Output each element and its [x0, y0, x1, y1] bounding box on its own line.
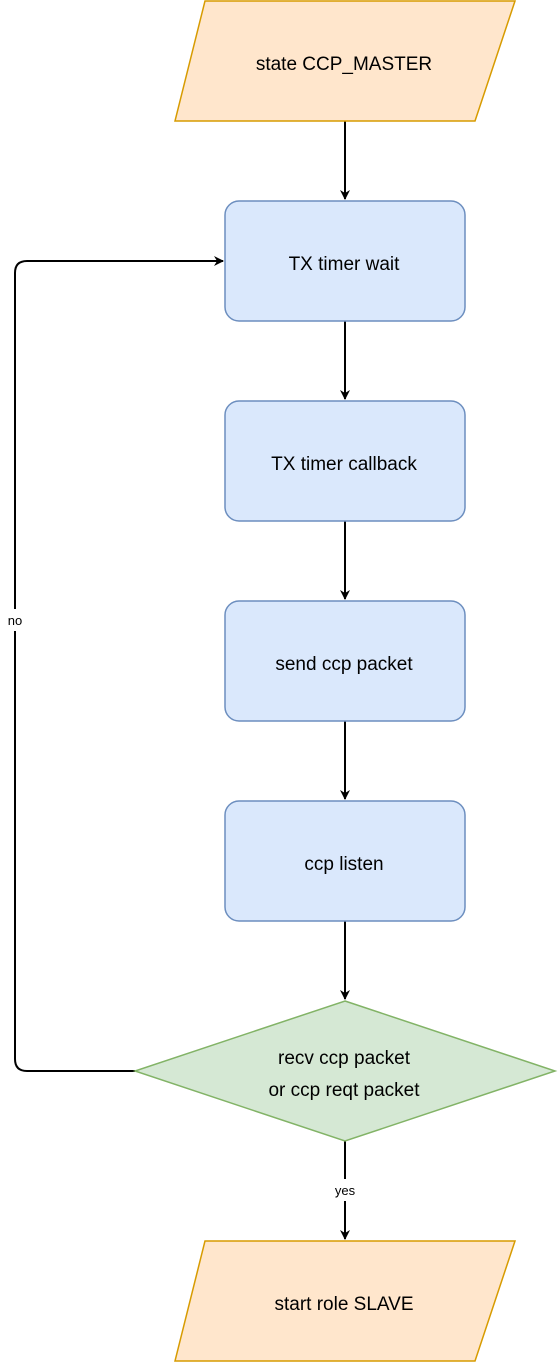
node-ccp-listen-label: ccp listen: [304, 854, 383, 875]
node-end-label: start role SLAVE: [274, 1294, 413, 1315]
node-start: state CCP_MASTER: [174, 0, 517, 122]
node-decision-label-line-1: recv ccp packet: [278, 1048, 411, 1069]
process-shape: [224, 400, 466, 522]
process-shape: [224, 800, 466, 922]
io-shape: [174, 0, 517, 122]
node-decision: recv ccp packet or ccp reqt packet: [132, 1000, 558, 1142]
edge-decision-no-loop: [14, 256, 224, 1072]
process-shape: [224, 200, 466, 322]
node-tx-timer-wait-label: TX timer wait: [289, 254, 401, 275]
node-ccp-listen: ccp listen: [224, 800, 466, 922]
edge-label-yes-group: yes: [326, 1179, 364, 1201]
node-tx-timer-callback: TX timer callback: [224, 400, 466, 522]
edge-label-no-group: no: [2, 609, 28, 631]
edge-label-no: no: [8, 613, 22, 628]
node-send-ccp-packet-label: send ccp packet: [275, 654, 413, 675]
node-tx-timer-callback-label: TX timer callback: [271, 454, 417, 475]
io-shape: [174, 1240, 517, 1362]
decision-shape: [132, 1000, 558, 1142]
edge-label-yes: yes: [335, 1183, 356, 1198]
process-shape: [224, 600, 466, 722]
node-send-ccp-packet: send ccp packet: [224, 600, 466, 722]
node-start-label: state CCP_MASTER: [256, 54, 432, 75]
node-decision-label-line-2: or ccp reqt packet: [268, 1080, 420, 1101]
node-end: start role SLAVE: [174, 1240, 517, 1362]
node-tx-timer-wait: TX timer wait: [224, 200, 466, 322]
